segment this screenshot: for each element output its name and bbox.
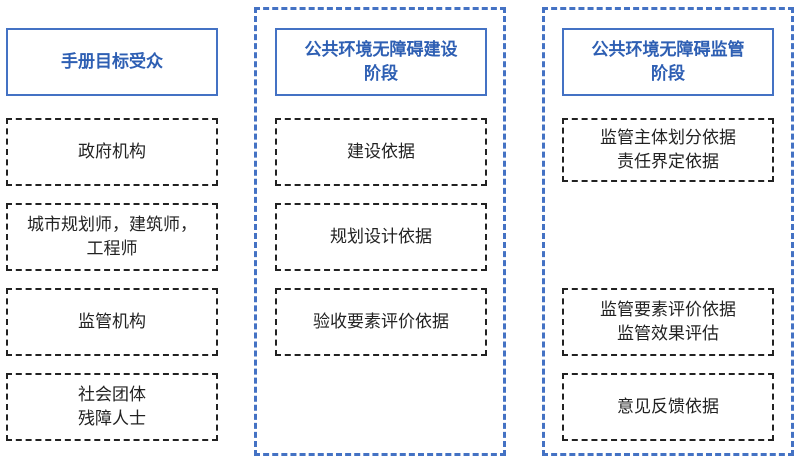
audience-item-government: 政府机构	[6, 118, 218, 186]
audience-item-regulators: 监管机构	[6, 288, 218, 356]
supervision-item-evaluation: 监管要素评价依据 监管效果评估	[562, 288, 774, 356]
supervision-stage-header: 公共环境无障碍监管 阶段	[562, 28, 774, 96]
supervision-item-feedback: 意见反馈依据	[562, 373, 774, 441]
supervision-stage-container	[542, 7, 794, 456]
audience-header-text: 手册目标受众	[61, 52, 163, 72]
header-line: 阶段	[651, 64, 685, 84]
construction-stage-header: 公共环境无障碍建设 阶段	[275, 28, 487, 96]
item-line: 政府机构	[78, 142, 146, 162]
item-line: 责任界定依据	[617, 152, 719, 172]
item-line: 城市规划师，建筑师，	[27, 215, 197, 235]
item-line: 监管效果评估	[617, 324, 719, 344]
item-line: 残障人士	[78, 409, 146, 429]
item-line: 监管机构	[78, 312, 146, 332]
item-line: 意见反馈依据	[617, 397, 719, 417]
header-line: 阶段	[364, 64, 398, 84]
header-line: 公共环境无障碍建设	[304, 40, 458, 60]
construction-item-basis: 建设依据	[275, 118, 487, 186]
item-line: 建设依据	[347, 142, 415, 162]
supervision-item-subject: 监管主体划分依据 责任界定依据	[562, 118, 774, 182]
header-line: 公共环境无障碍监管	[591, 40, 745, 60]
item-line: 验收要素评价依据	[313, 312, 449, 332]
audience-item-planners: 城市规划师，建筑师， 工程师	[6, 203, 218, 271]
audience-header: 手册目标受众	[6, 28, 218, 96]
item-line: 社会团体	[78, 385, 146, 405]
construction-item-planning: 规划设计依据	[275, 203, 487, 271]
construction-stage-container	[254, 7, 506, 456]
item-line: 监管主体划分依据	[600, 128, 736, 148]
item-line: 监管要素评价依据	[600, 300, 736, 320]
item-line: 规划设计依据	[330, 227, 432, 247]
construction-item-acceptance: 验收要素评价依据	[275, 288, 487, 356]
audience-item-social-groups: 社会团体 残障人士	[6, 373, 218, 441]
item-line: 工程师	[86, 239, 138, 259]
